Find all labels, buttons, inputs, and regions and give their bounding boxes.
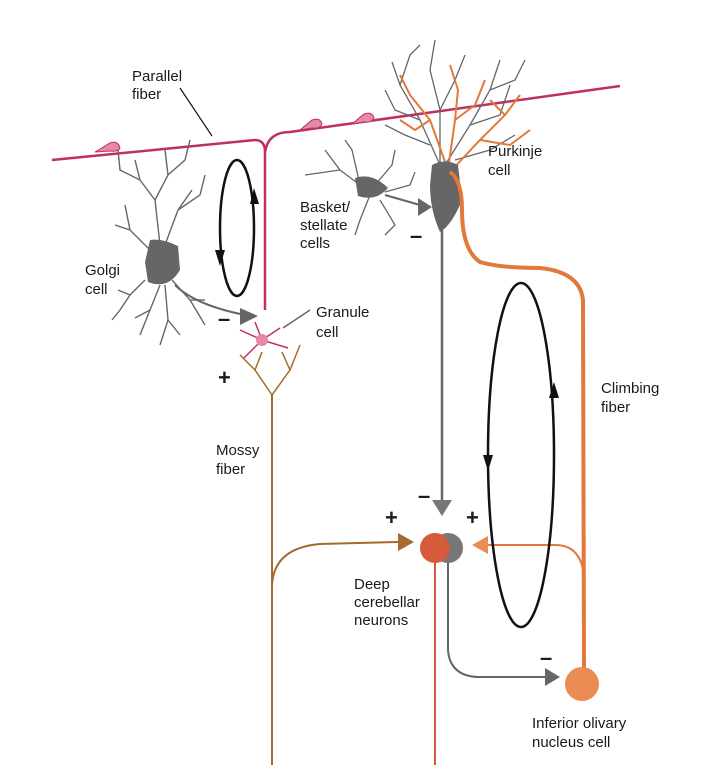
synapse-terminal-icon — [240, 308, 258, 325]
synapse-terminal-icon — [545, 668, 560, 686]
loop-arrow-icon — [483, 281, 559, 629]
synapse-terminal-icon — [472, 536, 488, 554]
sign-golgi-inhibition: – — [218, 306, 230, 331]
synapse-terminal-icon — [398, 533, 414, 551]
parallel-fiber — [51, 84, 621, 310]
leader-line — [179, 87, 213, 137]
inferior-olivary-nucleus-cell — [565, 667, 599, 701]
label-golgi-cell: Golgi cell — [85, 262, 124, 298]
label-purkinje-cell: Purkinje cell — [488, 143, 546, 179]
sign-purkinje-inhibition: – — [418, 483, 430, 508]
sign-deep-to-olive: – — [540, 645, 552, 670]
synapse-terminal-icon — [432, 500, 452, 516]
label-inferior-olivary-nucleus-cell: Inferior olivary nucleus cell — [532, 715, 630, 751]
label-mossy-fiber: Mossy fiber — [216, 442, 264, 478]
label-granule-cell: Granule cell — [316, 304, 374, 341]
synapse-terminal-icon — [418, 198, 432, 216]
purkinje-cell — [384, 39, 531, 516]
granule-cell — [239, 309, 311, 359]
deep-cerebellar-neurons — [420, 533, 560, 765]
climbing-fiber — [448, 170, 586, 671]
mossy-fiber — [239, 344, 414, 765]
sign-mossy-excitation: + — [218, 365, 231, 390]
label-climbing-fiber: Climbing fiber — [601, 380, 664, 416]
label-deep-cerebellar-neurons: Deep cerebellar neurons — [354, 576, 424, 629]
basket-stellate-cells — [304, 139, 432, 236]
loop-arrow-icon — [215, 158, 259, 298]
golgi-cell — [111, 139, 258, 346]
sign-climbing-to-deep: + — [466, 505, 479, 530]
label-parallel-fiber: Parallel fiber — [132, 68, 186, 103]
sign-mossy-to-deep: + — [385, 505, 398, 530]
sign-basket-inhibition: – — [410, 223, 422, 248]
label-basket-stellate-cells: Basket/ stellate cells — [300, 199, 354, 252]
